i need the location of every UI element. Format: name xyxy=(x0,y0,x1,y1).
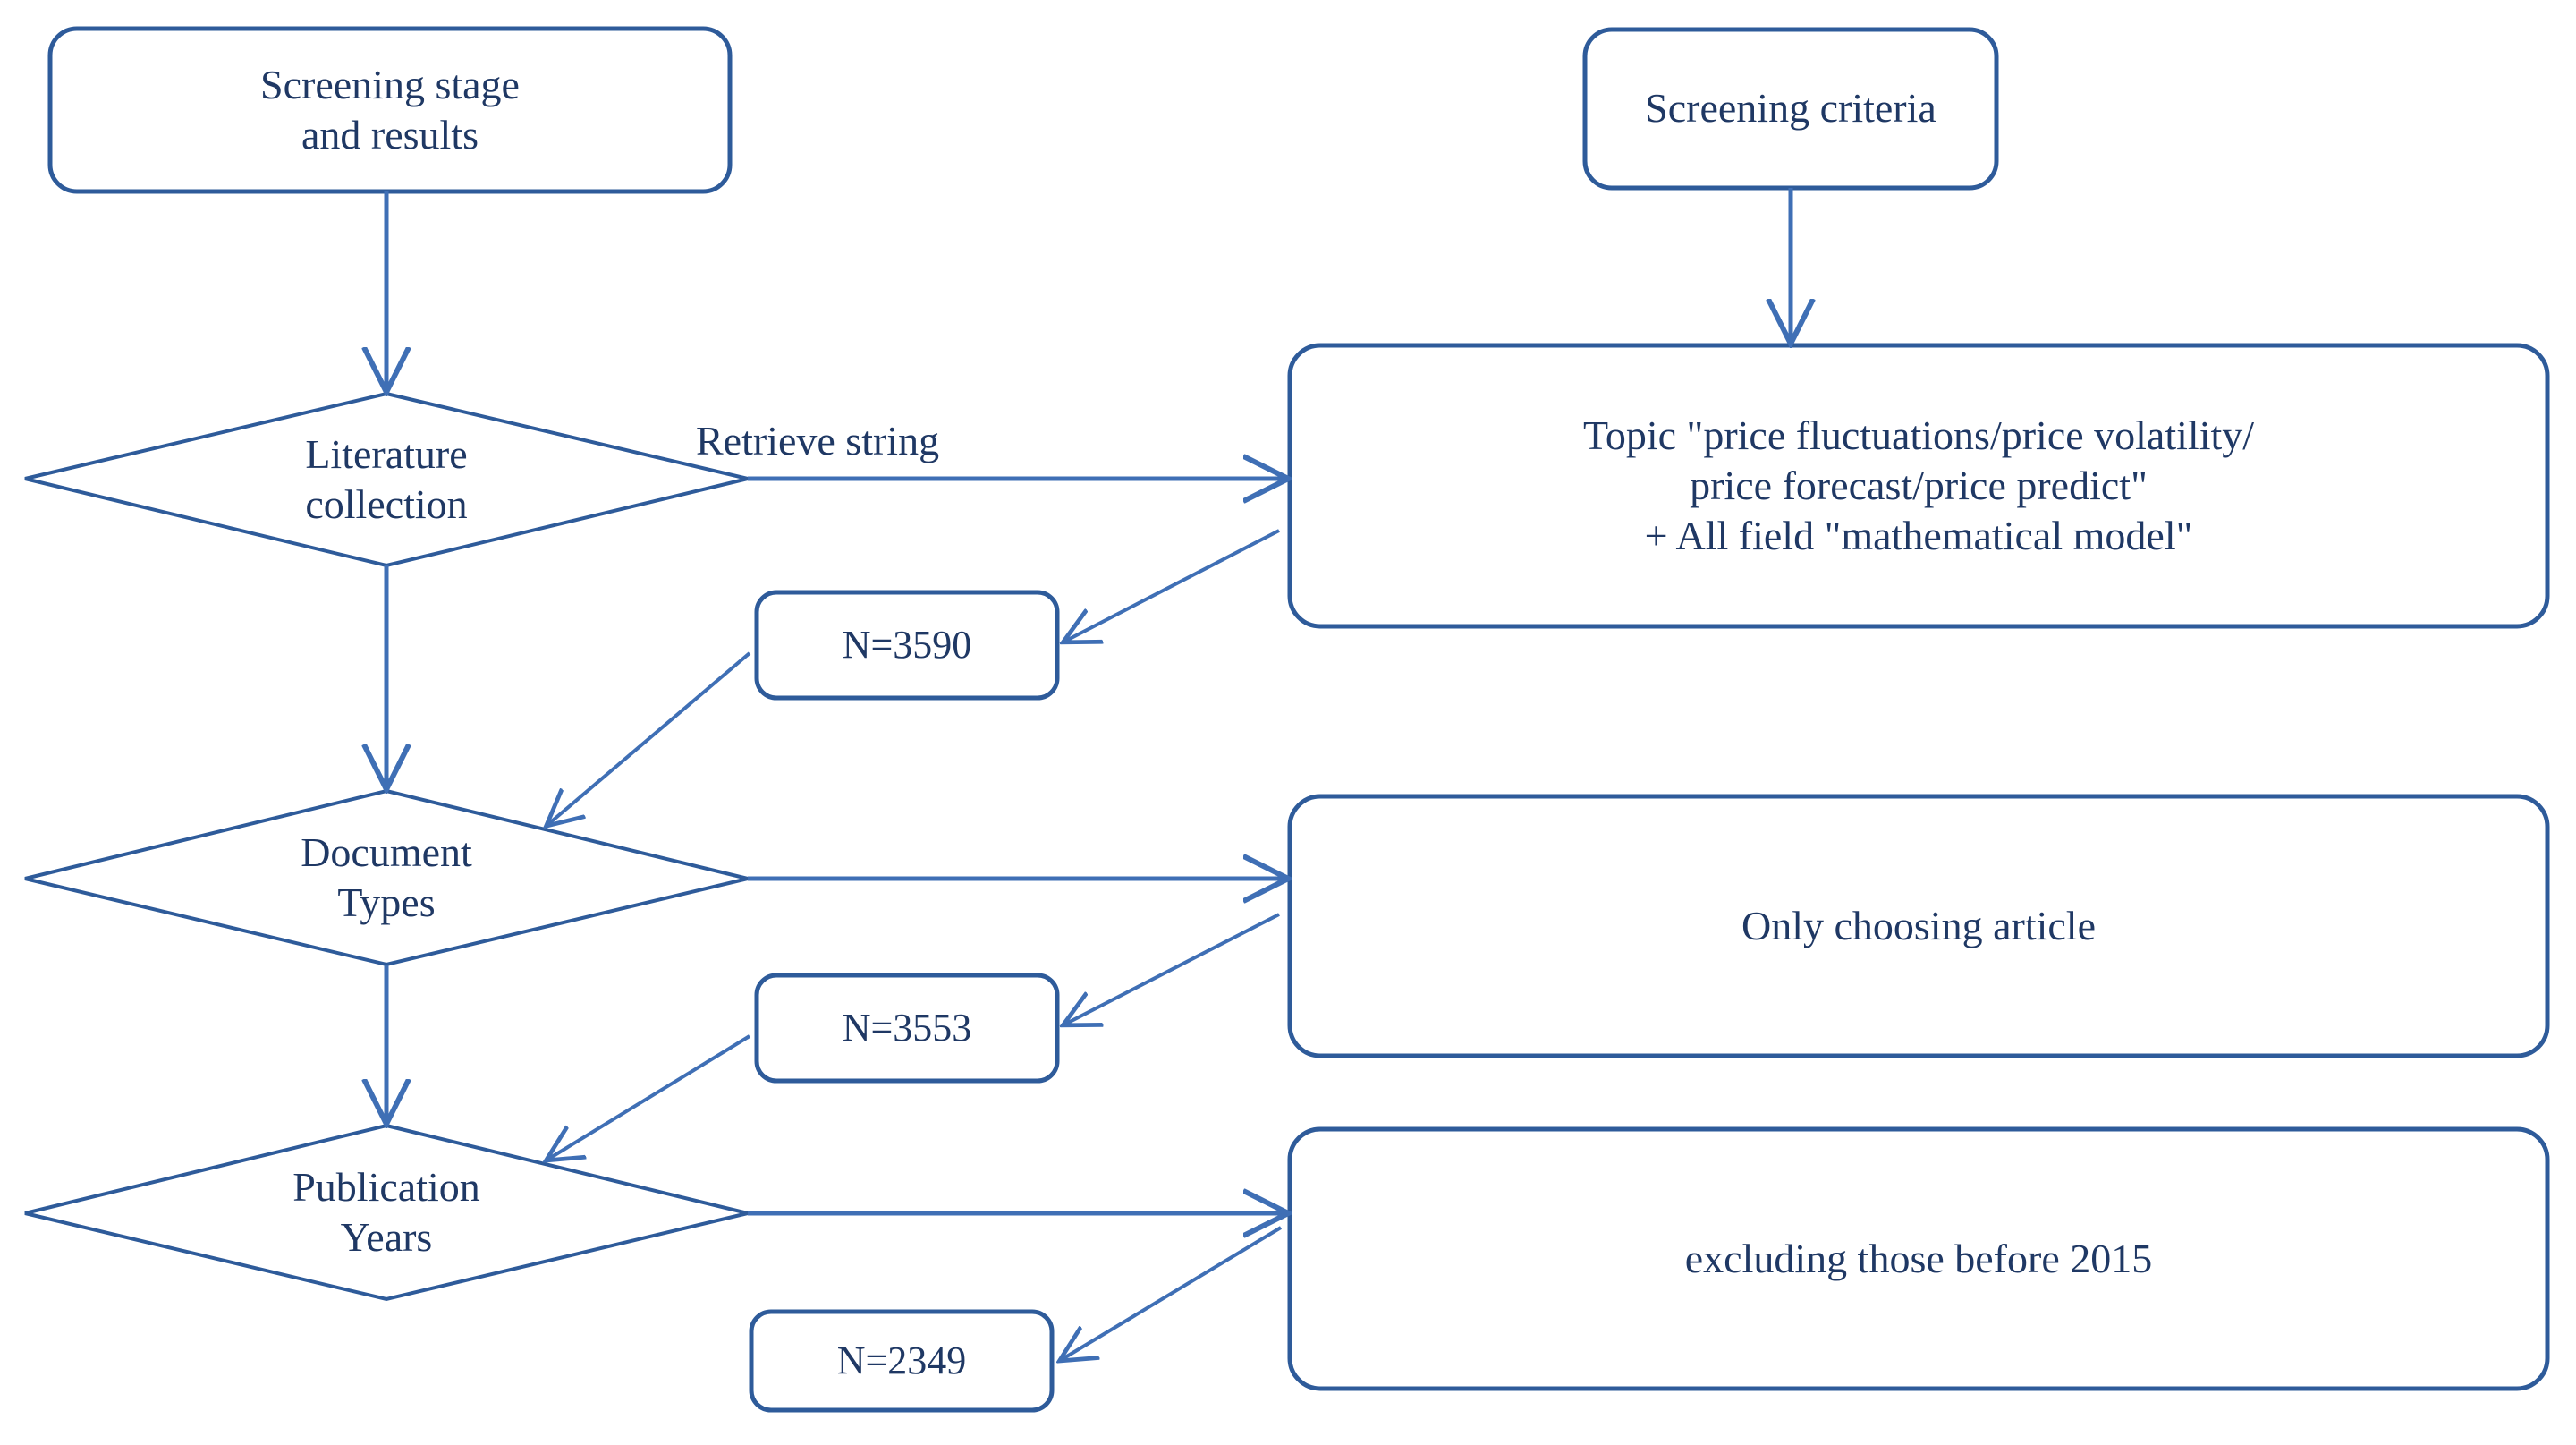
edge-article-to-count-2 xyxy=(1064,913,1280,1024)
shape-count-1 xyxy=(754,590,1060,701)
shape-criteria-year xyxy=(1287,1126,2550,1391)
edge-count-2-to-publication xyxy=(547,1034,751,1160)
edge-year-to-count-3 xyxy=(1061,1226,1283,1360)
node-criteria-article[interactable] xyxy=(1290,796,2547,1056)
node-criteria-year[interactable] xyxy=(1290,1129,2547,1389)
node-count-3[interactable] xyxy=(751,1312,1052,1410)
node-document-types[interactable] xyxy=(25,791,748,965)
shape-publication-years xyxy=(24,1123,749,1302)
node-count-2[interactable] xyxy=(757,975,1057,1081)
shape-count-2 xyxy=(754,973,1060,1084)
node-count-1[interactable] xyxy=(757,592,1057,698)
node-screening-stage[interactable] xyxy=(50,29,730,191)
node-literature-collection[interactable] xyxy=(25,394,748,565)
node-criteria-topic[interactable] xyxy=(1290,345,2547,626)
edge-count-1-to-document xyxy=(547,651,751,825)
node-publication-years[interactable] xyxy=(25,1126,748,1299)
shape-criteria-article xyxy=(1287,794,2550,1058)
shape-count-3 xyxy=(749,1309,1055,1413)
edge-topic-to-count-1 xyxy=(1064,529,1280,642)
node-screening-criteria[interactable] xyxy=(1585,30,1996,188)
shape-screening-stage xyxy=(47,26,733,194)
